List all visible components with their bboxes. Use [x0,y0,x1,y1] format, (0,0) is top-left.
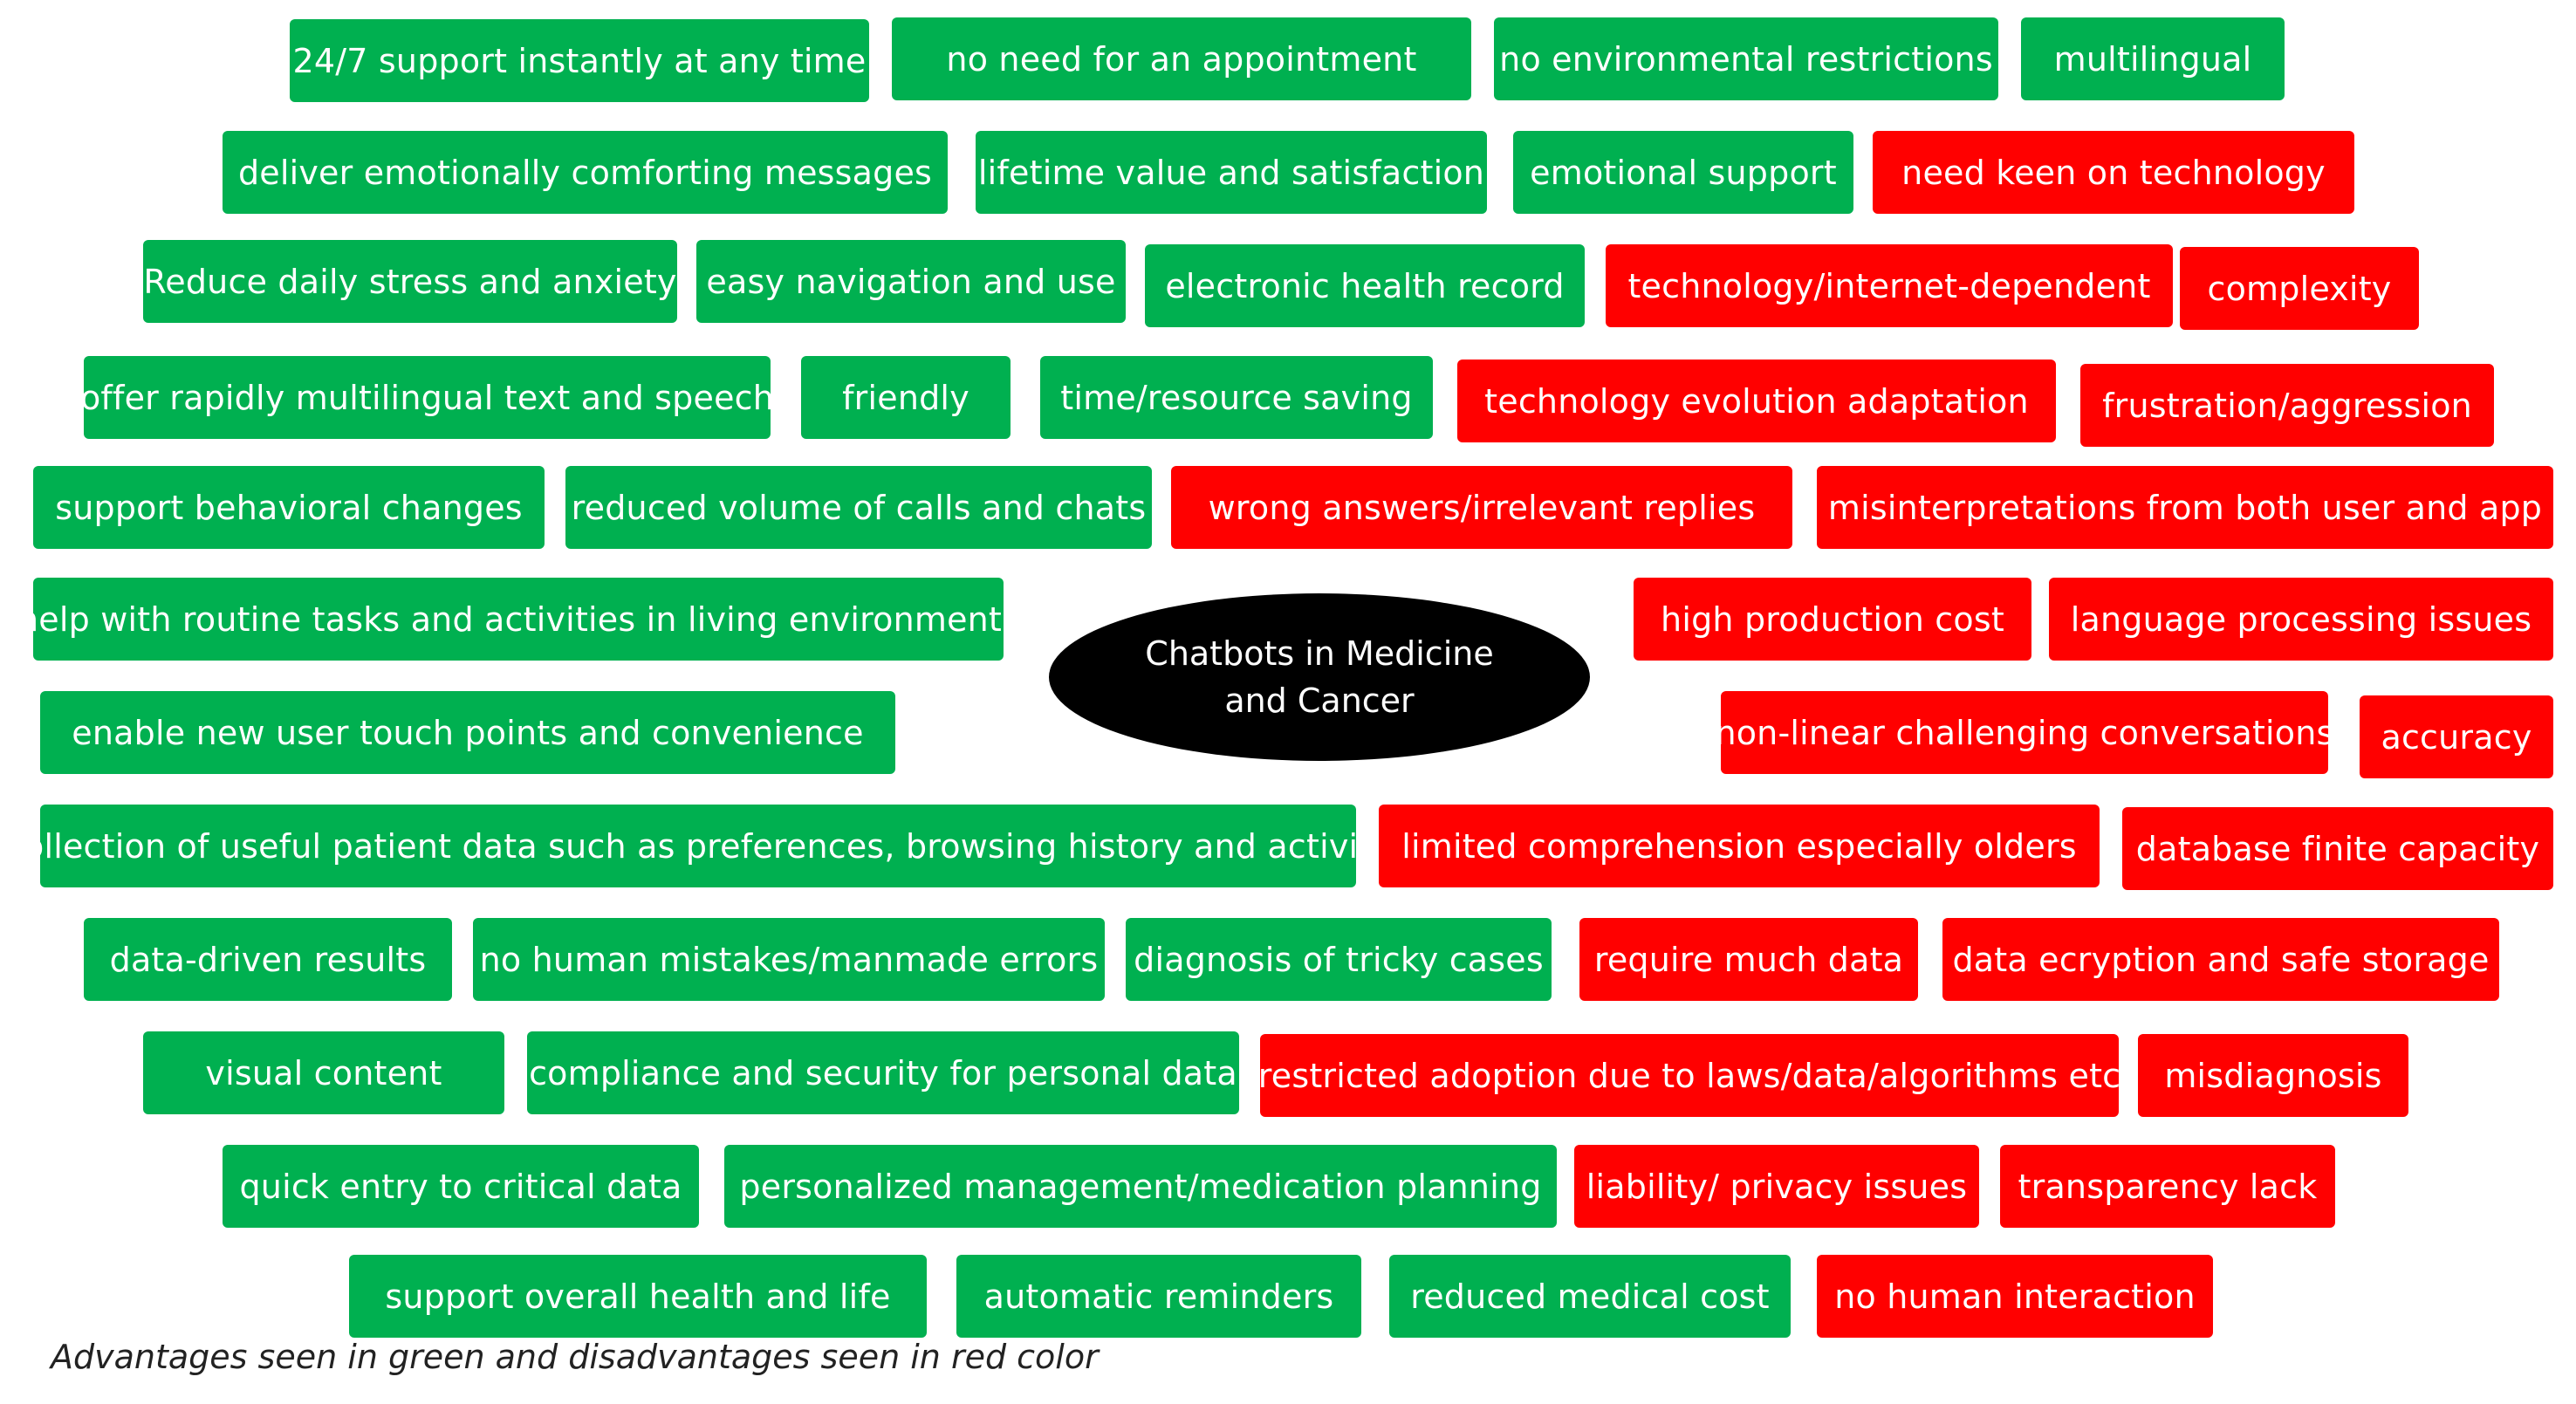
advantage-box-a8: Reduce daily stress and anxiety [143,240,677,323]
disadvantage-box-d16: restricted adoption due to laws/data/alg… [1258,1034,2120,1117]
advantage-box-a17: enable new user touch points and conveni… [40,691,895,774]
disadvantage-box-d8: high production cost [1634,578,2031,661]
advantage-box-a9: easy navigation and use [696,240,1126,323]
advantage-box-a24: quick entry to critical data [223,1145,699,1228]
disadvantage-box-d19: transparency lack [2000,1145,2335,1228]
advantage-box-a25: personalized management/medication plann… [724,1145,1557,1228]
advantage-box-a11: offer rapidly multilingual text and spee… [80,356,774,439]
disadvantage-box-d15: data ecryption and safe storage [1942,918,2499,1001]
disadvantage-box-d13: database finite capacity [2122,807,2553,890]
center-title-line2: and Cancer [1224,681,1415,720]
advantage-box-a28: reduced medical cost [1389,1255,1791,1338]
advantage-box-a10: electronic health record [1145,244,1585,327]
advantage-box-a7: emotional support [1513,131,1853,214]
advantage-box-a16: help with routine tasks and activities i… [17,578,1019,661]
disadvantage-box-d1: need keen on technology [1873,131,2354,214]
disadvantage-box-d12: limited comprehension especially olders [1379,805,2100,887]
advantage-box-a2: no need for an appointment [892,17,1471,100]
disadvantage-box-d20: no human interaction [1817,1255,2213,1338]
disadvantage-box-d5: frustration/aggression [2080,364,2494,447]
advantage-box-a27: automatic reminders [956,1255,1361,1338]
disadvantage-box-d2: technology/internet-dependent [1606,244,2173,327]
advantage-box-a21: diagnosis of tricky cases [1126,918,1552,1001]
advantage-box-a15: reduced volume of calls and chats [565,466,1152,549]
disadvantage-box-d14: require much data [1579,918,1918,1001]
advantage-box-a19: data-driven results [84,918,452,1001]
disadvantage-box-d10: non-linear challenging conversations [1715,691,2333,774]
disadvantage-box-d6: wrong answers/irrelevant replies [1171,466,1792,549]
center-ellipse: Chatbots in Medicine and Cancer [1049,593,1590,761]
advantage-box-a4: multilingual [2021,17,2285,100]
advantage-box-a1: 24/7 support instantly at any time [290,19,869,102]
advantage-box-a14: support behavioral changes [33,466,545,549]
disadvantage-box-d4: technology evolution adaptation [1457,360,2056,442]
advantage-box-a22: visual content [143,1031,504,1114]
advantage-box-a13: time/resource saving [1040,356,1433,439]
disadvantage-box-d9: language processing issues [2049,578,2553,661]
disadvantage-box-d3: complexity [2180,247,2419,330]
disadvantage-box-d17: misdiagnosis [2138,1034,2408,1117]
legend-caption: Advantages seen in green and disadvantag… [51,1338,1099,1376]
advantage-box-a23: compliance and security for personal dat… [527,1031,1239,1114]
advantage-box-a12: friendly [801,356,1011,439]
advantage-box-a6: lifetime value and satisfaction [976,131,1487,214]
disadvantage-box-d7: misinterpretations from both user and ap… [1817,466,2553,549]
disadvantage-box-d18: liability/ privacy issues [1574,1145,1979,1228]
advantage-box-a3: no environmental restrictions [1494,17,1998,100]
advantage-box-a26: support overall health and life [349,1255,927,1338]
advantage-box-a20: no human mistakes/manmade errors [473,918,1105,1001]
center-title-line1: Chatbots in Medicine [1145,634,1494,673]
disadvantage-box-d11: accuracy [2360,695,2553,778]
advantage-box-a18: collection of useful patient data such a… [5,805,1391,887]
advantage-box-a5: deliver emotionally comforting messages [223,131,948,214]
